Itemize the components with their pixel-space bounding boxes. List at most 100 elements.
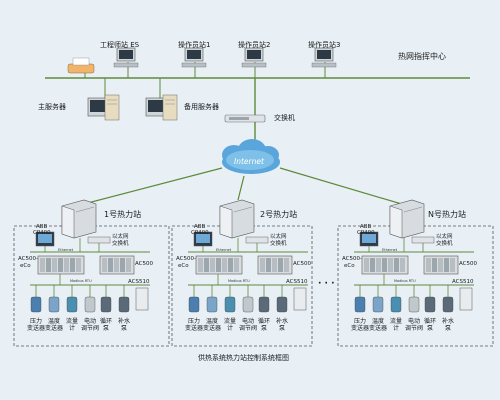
ethernet-bus-label: Ethernet [382,248,398,252]
main-server-icon [87,94,120,121]
printer-icon [67,57,95,74]
panel-screen [196,234,210,243]
ac500-label: AC500 [135,261,154,267]
ethernet-switch-icon [411,236,435,244]
rack-module [376,258,381,272]
operator-station-3-label: 操作员站3 [308,41,341,49]
modbus-label: Modbus RTU [394,279,416,283]
internet-cloud-icon [222,139,280,174]
switch-label: 交换机 [274,114,295,122]
rack-module [46,258,51,272]
diagram-caption: 供热系统热力站控制系统框图 [198,354,289,362]
ac500-eco-label: AC500- [342,256,362,262]
field-device-icon [354,296,366,313]
rack-module [76,258,81,272]
device-label: 温度变送器 [203,318,222,332]
rack-module [278,258,283,272]
device-label: 电动调节阀 [405,318,424,332]
device-label: 温度变送器 [369,318,388,332]
device-label: 补水泵 [275,318,288,332]
rack-module [388,258,393,272]
ethernet-switch-label: 交换机 [270,241,287,247]
acs510-drive-icon [293,287,307,311]
ac500-eco-label: AC500- [176,256,196,262]
device-label: 补水泵 [117,318,130,332]
ac500-eco-label: eCo [344,263,355,269]
field-device-icon [30,296,42,313]
rack-module [40,258,45,272]
acs510-label: ACS510 [452,279,474,285]
field-device-icon [258,296,270,313]
internet-link-1 [79,167,223,206]
field-device-icon [188,296,200,313]
panel-model-label: CP400 [33,230,51,236]
ac500-label: AC500 [459,261,478,267]
rack-module [120,258,125,272]
rack-module [222,258,227,272]
device-label: 流量计 [65,318,78,332]
rack-module [216,258,221,272]
ethernet-switch-label: 以太网 [436,234,453,240]
network-switch [224,114,266,123]
ac500-eco-label: AC500- [18,256,38,262]
workstation-icon [181,47,207,68]
rack-module [52,258,57,272]
rack-module [210,258,215,272]
rack-module [438,258,443,272]
field-device-icon [100,296,112,313]
device-label: 压力变送器 [185,318,204,332]
device-label: 压力变送器 [27,318,46,332]
rack-module [64,258,69,272]
field-device-icon [66,296,78,313]
rack-module [260,258,265,272]
device-label: 流量计 [223,318,236,332]
field-device-icon [424,296,436,313]
station-server-icon [219,199,255,239]
field-device-icon [118,296,130,313]
acs510-drive-icon [459,287,473,311]
field-device-icon [206,296,218,313]
device-label: 电动调节阀 [239,318,258,332]
panel-brand-label: ABB [194,224,206,230]
field-device-icon [390,296,402,313]
rack-module [400,258,405,272]
rack-module [228,258,233,272]
device-label: 循环泵 [423,318,436,332]
ac500-eco-label: eCo [178,263,189,269]
device-label: 循环泵 [99,318,112,332]
rack-module [234,258,239,272]
rack-module [450,258,455,272]
ethernet-switch-icon [245,236,269,244]
ac500-label: AC500 [293,261,312,267]
operator-station-1-label: 操作员站1 [178,41,211,49]
ac500-eco-label: eCo [20,263,31,269]
internet-link-2 [237,175,245,201]
device-label: 循环泵 [257,318,270,332]
ethernet-switch-label: 以太网 [112,234,129,240]
backup-server-label: 备用服务器 [184,103,219,111]
ethernet-switch-icon [87,236,111,244]
device-label: 压力变送器 [351,318,370,332]
rack-module [370,258,375,272]
station-1-title: 1号热力站 [104,210,142,219]
ethernet-switch-label: 以太网 [270,234,287,240]
field-device-icon [48,296,60,313]
field-device-icon [372,296,384,313]
rack-module [114,258,119,272]
station-server-icon [389,199,425,239]
device-label: 补水泵 [441,318,454,332]
panel-model-label: CP400 [357,230,375,236]
field-device-icon [224,296,236,313]
modbus-label: Modbus RTU [228,279,250,283]
station-2-title: 2号热力站 [260,210,298,219]
ethernet-bus-label: Ethernet [58,248,74,252]
engineer-station-label: 工程师站 ES [100,41,140,49]
ellipsis: · · · [318,279,335,289]
rack-module [198,258,203,272]
operator-station-2-label: 操作员站2 [238,41,271,49]
rack-module [272,258,277,272]
panel-brand-label: ABB [360,224,372,230]
rack-module [126,258,131,272]
rack-module [394,258,399,272]
